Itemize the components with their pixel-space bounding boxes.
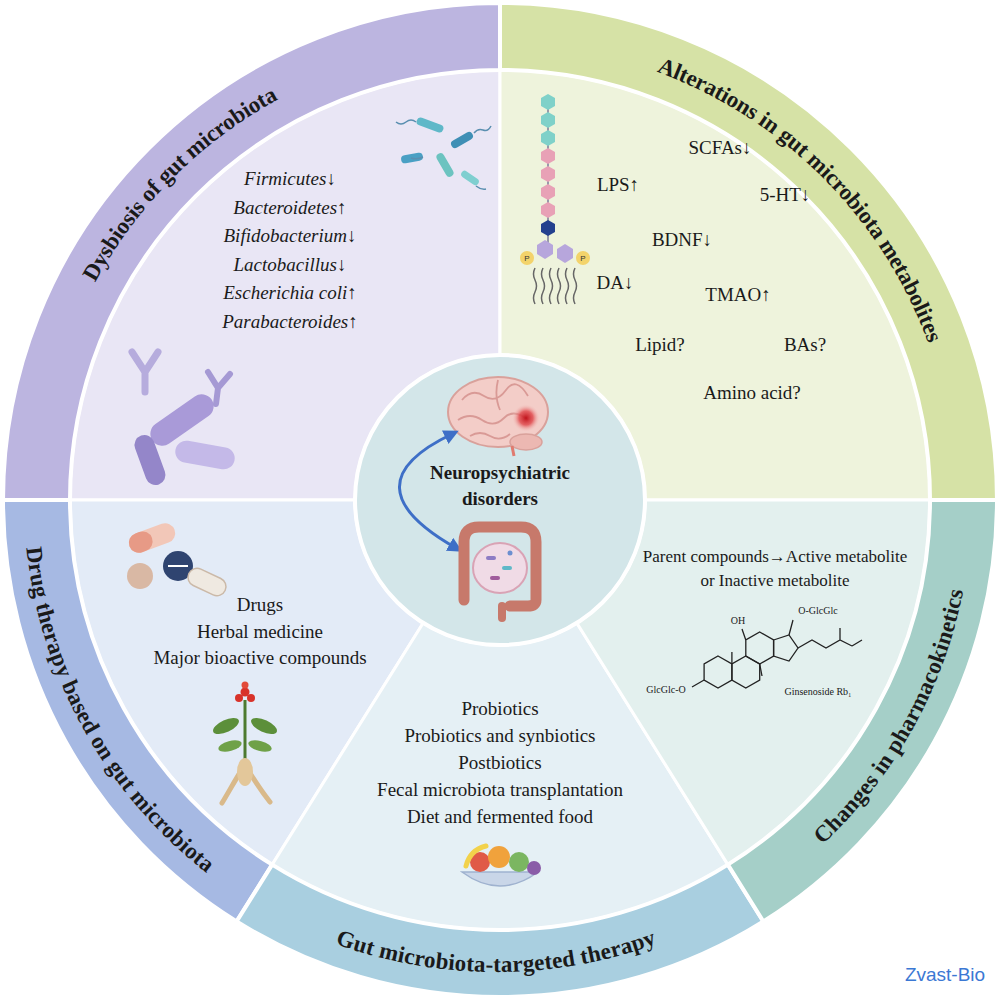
metabolite-item: SCFAs↓ (688, 137, 751, 160)
brain-illustration (448, 377, 548, 456)
pills-icon (126, 520, 229, 598)
process-text: Parent compounds→Active metabolite or In… (640, 545, 910, 593)
gut-brain-arrow (399, 434, 456, 548)
dysbiosis-sector: Dysbiosis of gut microbiotaFirmicutes↓Ba… (161, 165, 419, 336)
bacteria-icon (396, 116, 491, 189)
list-item: Diet and fermented food (336, 803, 664, 830)
list-item: Fecal microbiota transplantation (336, 776, 664, 803)
center-circle: Neuropsychiatric disorders (415, 460, 585, 512)
metabolite-item: Lipid? (635, 334, 685, 357)
process-text: GlcGlc-O (646, 684, 685, 696)
metabolite-item: DA↓ (597, 272, 634, 295)
ring-band (237, 865, 764, 997)
process-text: Ginsenoside Rb₁ (784, 686, 851, 698)
metabolite-item: LPS↑ (597, 174, 639, 197)
list-item: Probiotics and synbiotics (336, 722, 664, 749)
gut-illustration (464, 527, 536, 618)
metabolite-item: 5-HT↓ (760, 184, 811, 207)
ginseng-plant (211, 682, 279, 804)
list-item: Postbiotics (336, 749, 664, 776)
watermark: Zvast-Bio (905, 964, 985, 986)
metabolite-item: Amino acid? (703, 382, 801, 405)
heading-text: Alterations in gut microbiota metabolite… (655, 52, 948, 345)
lps-molecule (520, 94, 590, 304)
phosphate-label: P (524, 254, 529, 263)
taxon-item: Parabacteroides↑ (161, 308, 419, 337)
metabolite-sector: Alterations in gut microbiota metabolite… (585, 120, 915, 420)
drug-therapy-sector: Drug therapy based on gut microbiotaDrug… (126, 592, 394, 672)
center-title: Neuropsychiatric disorders (415, 460, 585, 512)
heading-text: Changes in pharmacokinetics (808, 587, 967, 848)
list-item: Drugs (126, 592, 394, 619)
metabolite-item: BAs? (784, 334, 826, 357)
food-icon (462, 846, 541, 886)
metabolite-item: BDNF↓ (652, 229, 712, 252)
process-text: O-GlcGlc (798, 605, 837, 617)
pharmacokinetics-sector: Changes in pharmacokineticsParent compou… (640, 545, 910, 593)
center-circle-shape (355, 355, 645, 645)
ring-band (3, 500, 272, 921)
sector-shapes (3, 3, 997, 997)
metabolite-item: TMAO↑ (705, 284, 770, 307)
list-item: Major bioactive compounds (126, 645, 394, 672)
bacteria-3d-icon (132, 352, 237, 488)
heading-text: Gut microbiota-targeted therapy (334, 924, 659, 976)
taxon-item: Lactobacillus↓ (161, 251, 419, 280)
taxon-item: Firmicutes↓ (161, 165, 419, 194)
heading-text: Drug therapy based on gut microbiota (22, 545, 220, 877)
taxon-item: Bifidobacterium↓ (161, 222, 419, 251)
phosphate-label: P (580, 254, 585, 263)
taxon-item: Bacteroidetes↑ (161, 194, 419, 223)
list-item: Herbal medicine (126, 619, 394, 646)
targeted-therapy-sector: Gut microbiota-targeted therapyProbiotic… (336, 695, 664, 830)
taxon-item: Escherichia coli↑ (161, 279, 419, 308)
list-item: Probiotics (336, 695, 664, 722)
ginsenoside-structure (692, 620, 862, 688)
process-text: OH (731, 615, 745, 627)
